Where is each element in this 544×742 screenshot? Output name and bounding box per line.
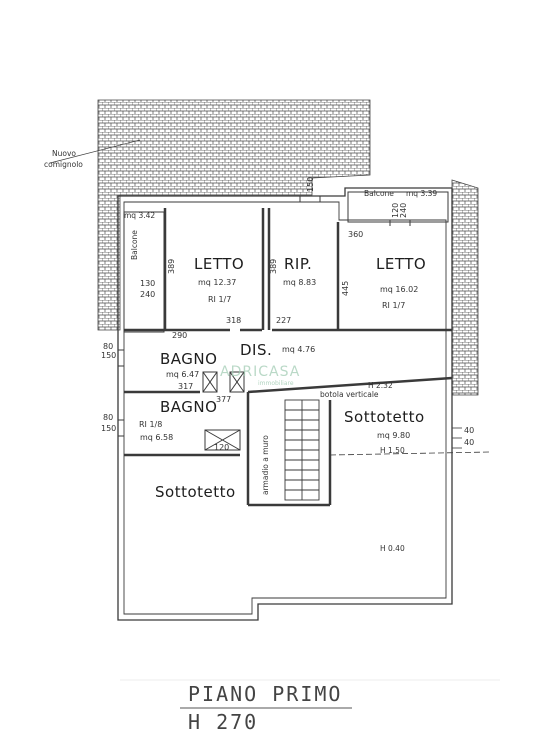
h232-label: H 2.32 — [368, 381, 393, 390]
nuovo-label: Nuovo — [52, 149, 76, 158]
dim-240: 240 — [140, 290, 156, 299]
room-bagno-2: BAGNO — [160, 398, 218, 416]
top-window-markers — [299, 196, 411, 226]
roof-tiles-left — [97, 99, 371, 331]
h150-line — [329, 451, 491, 456]
room-sottotetto-right-area: mq 9.80 — [377, 431, 411, 440]
balcone-right-area: mq 3.39 — [406, 189, 438, 198]
room-rip-area: mq 8.83 — [283, 278, 317, 287]
dim-389-a: 389 — [167, 258, 176, 274]
h150-label: H 1.50 — [380, 446, 405, 455]
dim-40-a: 40 — [464, 426, 475, 435]
dim-130: 130 — [140, 279, 156, 288]
dim-80-b: 80 — [103, 413, 114, 422]
dim-240-top: 240 — [399, 202, 408, 218]
plan-height: H 270 — [188, 710, 259, 734]
room-sottotetto-right: Sottotetto — [344, 408, 425, 426]
dim-445: 445 — [341, 280, 350, 296]
outer-wall-inner — [123, 201, 447, 615]
balcone-right-label: Balcone — [364, 189, 394, 198]
balcone-left-area: mq 3.42 — [124, 211, 156, 220]
right-ticks — [452, 427, 462, 449]
room-letto-1-ri: RI 1/7 — [208, 295, 232, 304]
dim-389-b: 389 — [269, 258, 278, 274]
dim-377: 377 — [216, 395, 232, 404]
dim-150-b: 150 — [101, 424, 117, 433]
dim-227: 227 — [276, 316, 292, 325]
shaft-boxes — [202, 371, 245, 451]
armadio-label: armadio a muro — [261, 435, 270, 495]
room-bagno-1: BAGNO — [160, 350, 218, 368]
room-letto-1-area: mq 12.37 — [198, 278, 237, 287]
room-bagno-2-area: mq 6.58 — [140, 433, 174, 442]
staircase — [284, 399, 320, 501]
dim-120: 120 — [214, 443, 230, 452]
botola-label: botola verticale — [320, 390, 379, 399]
room-letto-1: LETTO — [194, 255, 245, 273]
h040-label: H 0.40 — [380, 544, 405, 553]
comignolo-pointer — [49, 139, 141, 164]
dim-150-top: 150 — [306, 176, 315, 192]
watermark-logo: ADRICASA — [220, 364, 301, 380]
comignolo-label: comignolo — [44, 160, 83, 169]
balcone-left-label: Balcone — [130, 230, 139, 260]
dim-290: 290 — [172, 331, 188, 340]
interior-walls — [124, 208, 453, 507]
dim-80-a: 80 — [103, 342, 114, 351]
plan-title: PIANO PRIMO — [188, 682, 343, 706]
room-letto-2-ri: RI 1/7 — [382, 301, 406, 310]
room-bagno-1-area: mq 6.47 — [166, 370, 200, 379]
dim-40-b: 40 — [464, 438, 475, 447]
dim-317: 317 — [178, 382, 194, 391]
dim-360: 360 — [348, 230, 364, 239]
room-dis: DIS. — [240, 341, 273, 359]
room-dis-area: mq 4.76 — [282, 345, 316, 354]
outer-wall — [117, 187, 453, 621]
room-letto-2-area: mq 16.02 — [380, 285, 419, 294]
room-sottotetto-left: Sottotetto — [155, 483, 236, 501]
roof-tiles-right — [451, 179, 479, 396]
room-bagno-2-ri: RI 1/8 — [139, 420, 163, 429]
room-rip: RIP. — [284, 255, 313, 273]
room-letto-2: LETTO — [376, 255, 427, 273]
balcone-right-rect — [347, 191, 449, 223]
dim-150-a: 150 — [101, 351, 117, 360]
dim-318: 318 — [226, 316, 242, 325]
window-markers — [118, 349, 124, 437]
watermark-sub: immobiliare — [258, 380, 294, 387]
